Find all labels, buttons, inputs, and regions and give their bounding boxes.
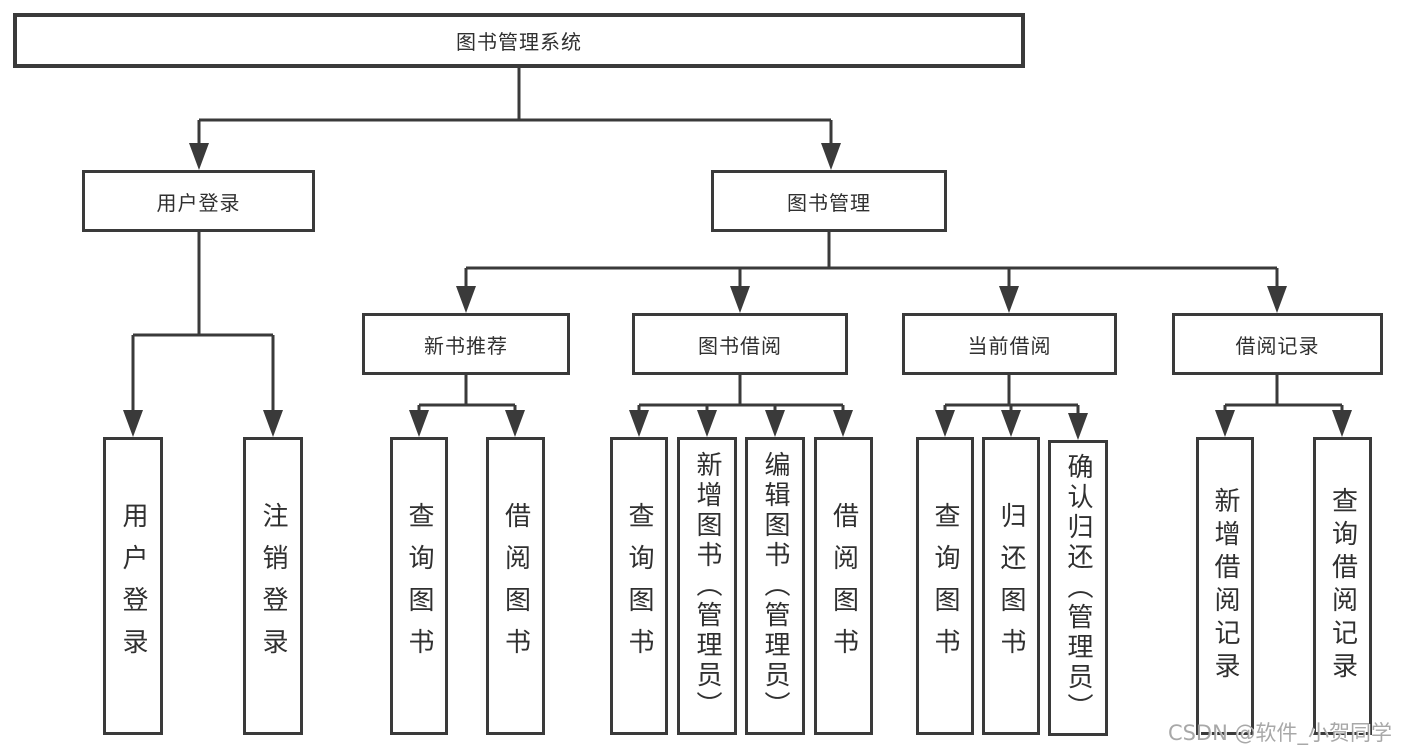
leaf-borrow-books-recommend: 借阅图书 [486,437,545,735]
connector-lines [131,68,1344,420]
arrowheads [123,143,1352,440]
node-label: 查询借阅记录 [1327,487,1358,685]
node-label: 图书借阅 [698,333,782,358]
node-label: 用户登录 [118,502,148,670]
node-label: 借阅记录 [1235,333,1320,358]
node-label: 编辑图书（管理员） [760,451,790,721]
node-label: 确认归还（管理员） [1063,453,1093,723]
node-label: 新书推荐 [424,333,508,358]
csdn-watermark: CSDN @软件_小贺同学 [1167,721,1392,745]
node-label: 图书管理系统 [456,30,582,54]
leaf-logout: 注销登录 [243,437,303,735]
leaf-edit-book-admin: 编辑图书（管理员） [745,437,805,735]
node-label: 注销登录 [258,502,288,670]
leaf-add-book-admin: 新增图书（管理员） [677,437,737,735]
node-library-management-system: 图书管理系统 [13,13,1025,68]
node-book-borrowing: 图书借阅 [632,313,848,375]
node-label: 新增借阅记录 [1210,487,1240,685]
node-current-borrowing: 当前借阅 [902,313,1117,375]
node-user-login: 用户登录 [82,170,315,232]
leaf-query-books-recommend: 查询图书 [390,437,448,735]
node-borrowing-records: 借阅记录 [1172,313,1383,375]
leaf-add-borrow-record: 新增借阅记录 [1196,437,1254,735]
leaf-borrow-books: 借阅图书 [814,437,873,735]
node-label: 图书管理 [787,190,871,215]
node-book-management: 图书管理 [711,170,947,232]
node-label: 查询图书 [404,502,434,670]
leaf-query-borrow-record: 查询借阅记录 [1313,437,1372,735]
node-label: 新增图书（管理员） [692,451,722,721]
node-label: 借阅图书 [500,502,531,670]
node-label: 当前借阅 [967,333,1052,358]
leaf-confirm-return-admin: 确认归还（管理员） [1048,440,1108,736]
node-label: 查询图书 [930,502,960,670]
leaf-query-books-borrow: 查询图书 [610,437,668,735]
node-label: 借阅图书 [828,502,859,670]
leaf-user-login: 用户登录 [103,437,163,735]
leaf-return-books: 归还图书 [982,437,1040,735]
leaf-query-books-current: 查询图书 [916,437,974,735]
node-new-book-recommendation: 新书推荐 [362,313,570,375]
node-label: 查询图书 [624,502,654,670]
node-label: 归还图书 [996,502,1026,670]
node-label: 用户登录 [156,190,241,215]
